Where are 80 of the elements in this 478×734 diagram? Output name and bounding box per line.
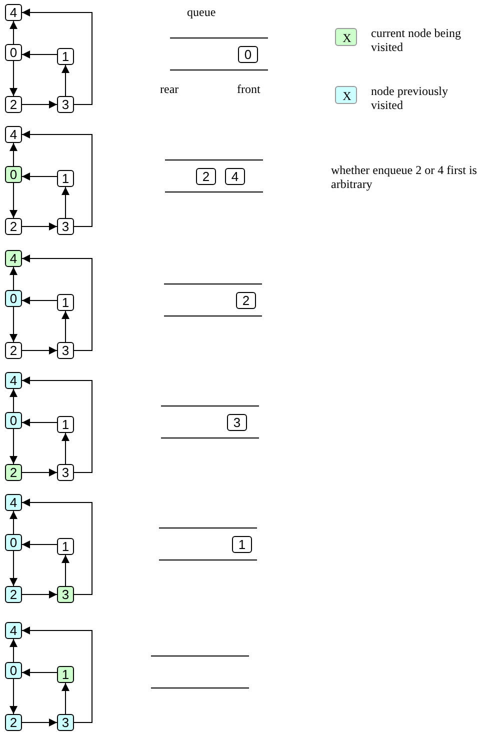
queue-item: 2 (236, 292, 256, 309)
arrow (10, 306, 18, 342)
arrow (22, 100, 58, 108)
graph-node: 2 (5, 586, 22, 603)
graph-node: 4 (5, 250, 22, 267)
graph-node: 3 (57, 464, 74, 481)
graph-node: 1 (57, 666, 74, 683)
arrow (22, 668, 58, 676)
arrow (10, 638, 18, 662)
graph-node: 1 (57, 48, 74, 65)
graph-node: 1 (57, 170, 74, 187)
arrow (22, 498, 92, 595)
arrow (10, 266, 18, 290)
arrow (10, 550, 18, 586)
arrow (62, 186, 70, 218)
arrow (10, 678, 18, 714)
graph-node: 4 (5, 622, 22, 639)
graph-node: 4 (5, 4, 22, 21)
arrow (22, 254, 92, 351)
arrow (22, 376, 92, 473)
arrow (22, 718, 58, 726)
graph-node: 0 (5, 290, 22, 307)
graph-node: 1 (57, 416, 74, 433)
arrow (62, 432, 70, 464)
arrow (10, 510, 18, 534)
arrow (22, 418, 58, 426)
queue-item: 4 (225, 168, 245, 185)
graph-node: 2 (5, 96, 22, 113)
arrow (22, 130, 92, 227)
arrow (62, 310, 70, 342)
legend-label: current node being visited (371, 26, 462, 54)
arrow (62, 64, 70, 96)
arrow (10, 428, 18, 464)
arrow (62, 554, 70, 586)
queue-item: 2 (196, 168, 216, 185)
graph-node: 2 (5, 714, 22, 731)
arrow (10, 142, 18, 166)
arrow (22, 50, 58, 58)
legend-marker-text: X (342, 88, 352, 104)
graph-node: 3 (57, 96, 74, 113)
arrow (10, 20, 18, 44)
graph-node: 2 (5, 464, 22, 481)
arrow (10, 60, 18, 96)
note-text: whether enqueue 2 or 4 first is arbitrary (331, 163, 478, 191)
graph-node: 0 (5, 44, 22, 61)
graph-node: 4 (5, 126, 22, 143)
graph-node: 0 (5, 412, 22, 429)
graph-node: 3 (57, 714, 74, 731)
arrow (10, 182, 18, 218)
graph-node: 0 (5, 662, 22, 679)
graph-node: 3 (57, 218, 74, 235)
arrow (22, 172, 58, 180)
queue-item: 3 (227, 414, 247, 431)
queue-end-label: rear (160, 82, 179, 96)
graph-node: 2 (5, 342, 22, 359)
arrow (22, 468, 58, 476)
graph-node: 4 (5, 494, 22, 511)
graph-node: 4 (5, 372, 22, 389)
legend-label: node previously visited (371, 84, 449, 112)
arrow (22, 590, 58, 598)
graph-node: 3 (57, 586, 74, 603)
arrow (22, 346, 58, 354)
queue-heading: queue (187, 5, 216, 19)
queue-end-label: front (237, 82, 260, 96)
legend-marker-text: X (342, 30, 352, 46)
arrow (22, 222, 58, 230)
arrow (62, 682, 70, 714)
arrow (22, 540, 58, 548)
arrow (22, 8, 92, 105)
graph-node: 3 (57, 342, 74, 359)
arrow (22, 296, 58, 304)
graph-node: 1 (57, 538, 74, 555)
arrow (10, 388, 18, 412)
graph-node: 1 (57, 294, 74, 311)
graph-node: 0 (5, 534, 22, 551)
arrow (22, 626, 92, 723)
queue-item: 0 (238, 46, 258, 63)
queue-item: 1 (232, 536, 252, 553)
graph-node: 0 (5, 166, 22, 183)
graph-node: 2 (5, 218, 22, 235)
